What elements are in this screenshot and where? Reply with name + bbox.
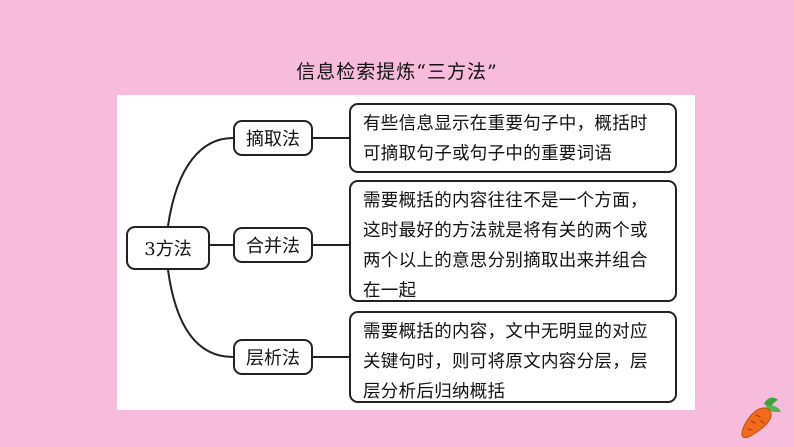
- description-zhaiqu: 有些信息显示在重要句子中，概括时可摘取句子或句子中的重要词语: [349, 103, 677, 173]
- branch-node-zhaiqu: 摘取法: [233, 120, 313, 156]
- branch-node-cengxi: 层析法: [233, 339, 313, 375]
- connector-root-b1: [167, 137, 234, 227]
- description-cengxi: 需要概括的内容，文中无明显的对应关键句时，则可将原文内容分层，层层分析后归纳概括: [349, 311, 677, 403]
- carrot-icon: [741, 397, 781, 439]
- connector-root-b3: [167, 269, 234, 358]
- root-node: 3方法: [126, 226, 210, 270]
- diagram-title: 信息检索提炼“三方法”: [296, 61, 498, 83]
- diagram-panel: 3方法 摘取法 合并法 层析法 有些信息显示在重要句子中，概括时可摘取句子或句子…: [117, 95, 695, 410]
- branch-node-hebing: 合并法: [233, 227, 313, 263]
- connector-lines: [167, 137, 349, 358]
- description-hebing: 需要概括的内容往往不是一个方面，这时最好的方法就是将有关的两个或两个以上的意思分…: [349, 180, 677, 302]
